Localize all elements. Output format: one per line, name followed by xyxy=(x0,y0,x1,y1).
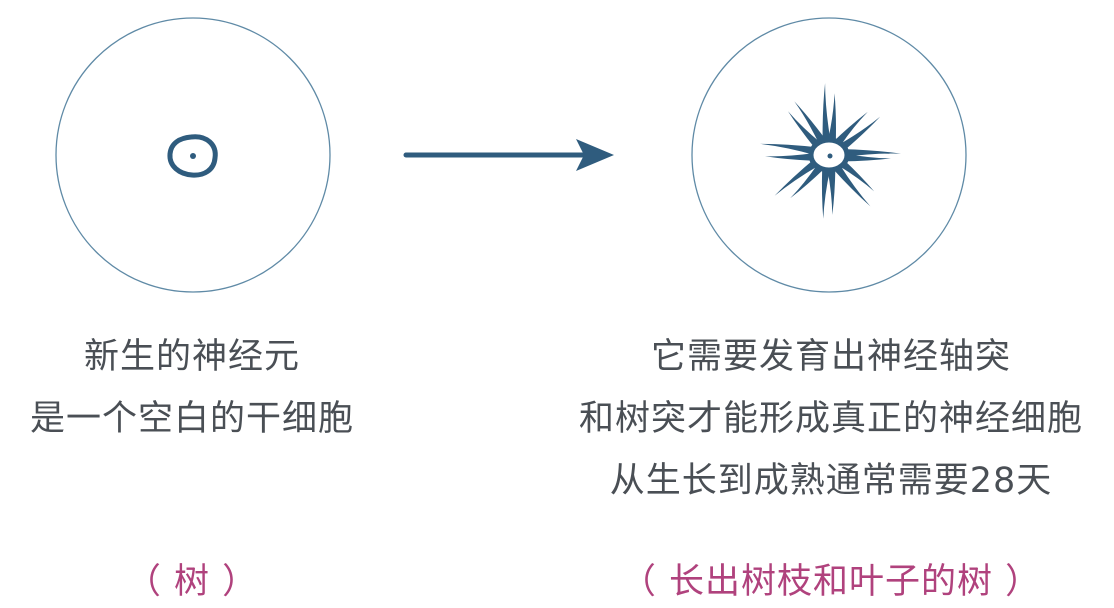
right-caption-line-3: 从生长到成熟通常需要28天 xyxy=(609,461,1053,501)
dendrite-spike xyxy=(765,152,816,161)
new-neuron-cell-icon xyxy=(167,134,218,178)
dendrite-spike xyxy=(842,153,891,162)
right-arrow-icon xyxy=(403,139,614,171)
right-circle-outline xyxy=(691,17,967,293)
dendrite-spike xyxy=(794,101,827,145)
right-caption-line-1: 它需要发育出神经轴突 xyxy=(650,337,1011,377)
dendrite-spike xyxy=(822,83,831,142)
left-note: （ 树 ） xyxy=(125,562,259,602)
mature-neuron-cell-icon xyxy=(759,83,901,219)
left-caption-line-1: 新生的神经元 xyxy=(83,337,300,377)
left-caption-line-2: 是一个空白的干细胞 xyxy=(29,399,354,439)
dendrite-spike xyxy=(838,159,875,192)
dendrite-spike xyxy=(774,158,819,196)
dendrite-spike xyxy=(827,93,836,143)
dendrite-spike xyxy=(842,149,901,158)
left-caption: 新生的神经元 是一个空白的干细胞 xyxy=(0,326,384,450)
dendrite-spike xyxy=(827,168,836,215)
dendrite-spike xyxy=(833,164,871,207)
right-note: （ 长出树枝和叶子的树 ） xyxy=(620,562,1042,602)
left-circle-outline xyxy=(55,17,331,293)
dendrite-spike xyxy=(759,143,817,155)
dendrite-spike xyxy=(790,164,825,199)
right-caption-line-2: 和树突才能形成真正的神经细胞 xyxy=(578,399,1083,439)
dendrite-spike xyxy=(787,111,821,150)
right-caption: 它需要发育出神经轴突 和树突才能形成真正的神经细胞 从生长到成熟通常需要28天 xyxy=(548,326,1114,512)
dendrite-spike xyxy=(833,111,868,146)
dendrite-spike xyxy=(821,167,831,219)
dendrite-spike xyxy=(839,116,881,152)
